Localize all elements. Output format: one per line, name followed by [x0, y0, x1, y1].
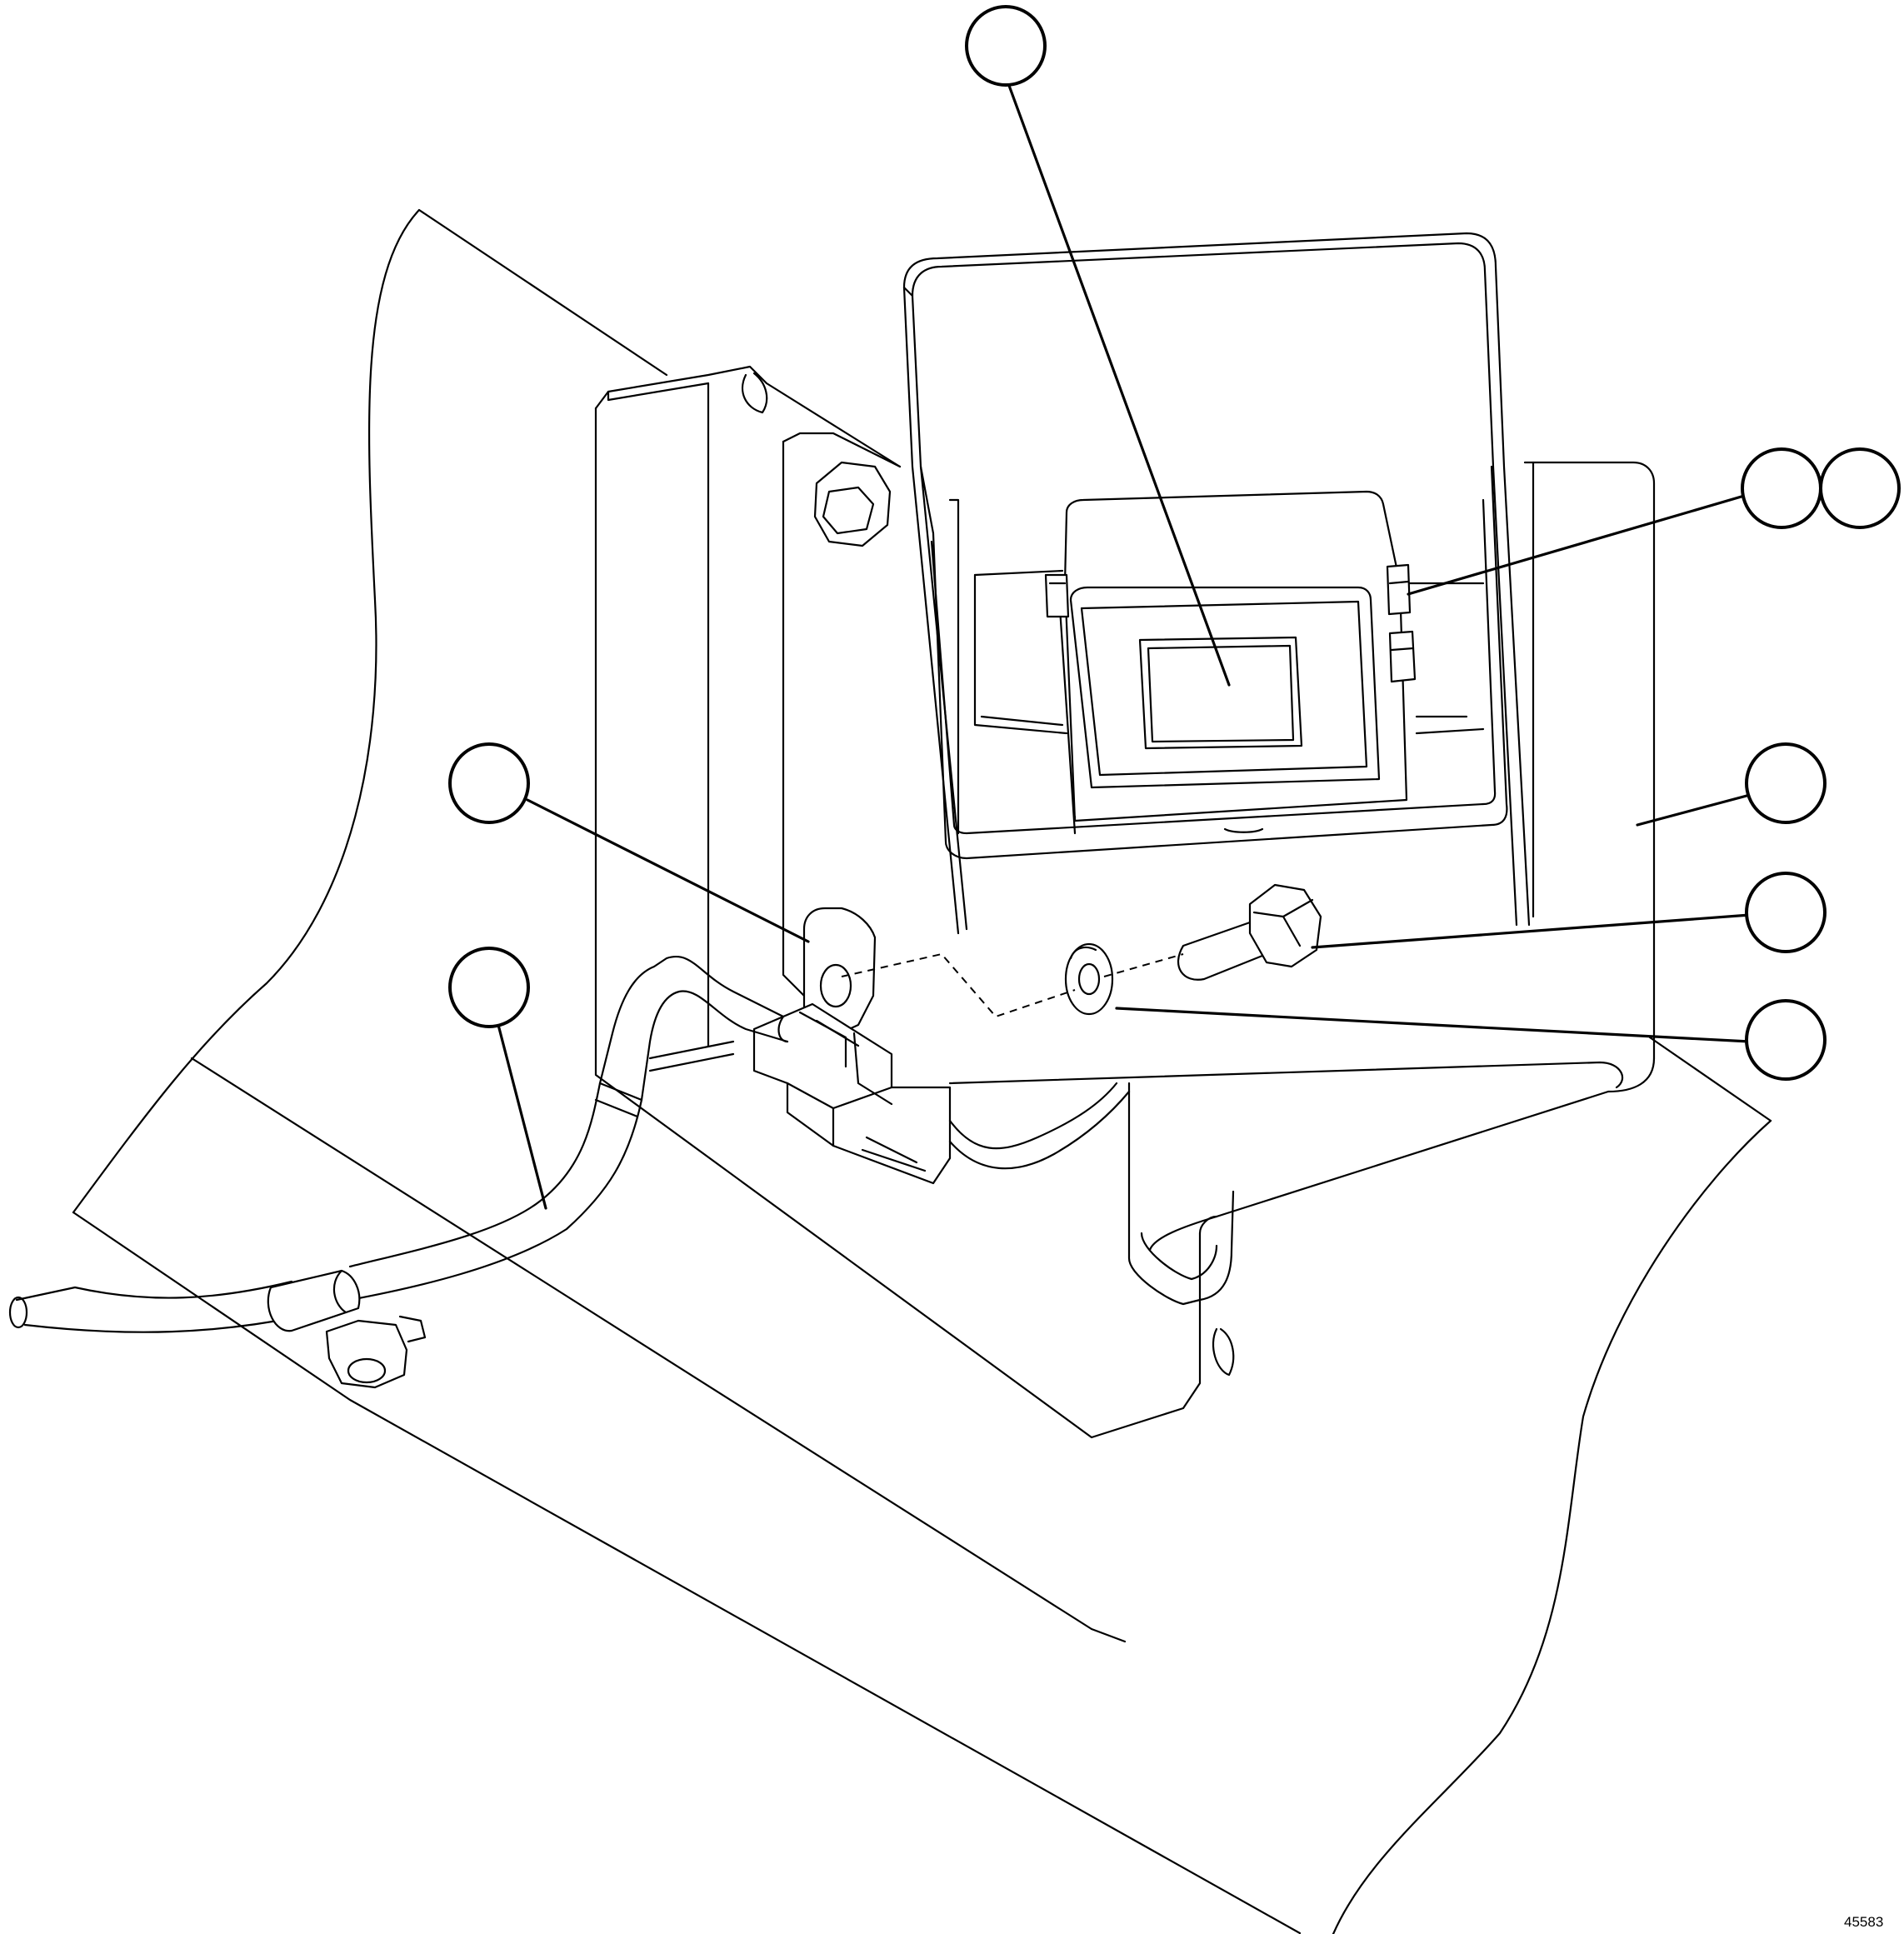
cable-clamp-nut [325, 1315, 427, 1389]
callout-h [448, 947, 530, 1028]
bracket-foot-plate [1127, 1082, 1235, 1306]
leader-a [1007, 82, 1231, 687]
callout-g [448, 742, 530, 824]
leader-d [1636, 793, 1752, 827]
callouts [448, 5, 1901, 1081]
leader-h [497, 1023, 547, 1210]
right-plate [948, 461, 1656, 1252]
upper-bolt-head [813, 461, 892, 547]
callout-a [965, 5, 1047, 87]
inner-u-bracket [919, 465, 1508, 860]
figure-number: 45583 [1844, 1914, 1883, 1930]
callout-b [1741, 447, 1822, 529]
wire-connector [752, 1002, 952, 1185]
sensor-cable [8, 956, 1131, 1333]
callout-f [1745, 999, 1827, 1081]
sensor-screws [1044, 563, 1417, 683]
leader-f [1115, 1007, 1752, 1043]
callout-c [1819, 447, 1901, 529]
washer [1064, 942, 1114, 1016]
alignment-line [841, 952, 1184, 1018]
sensor-housing [973, 490, 1485, 835]
mounting-bracket [594, 365, 1235, 1439]
callout-d [1745, 742, 1827, 824]
leader-b [1407, 492, 1752, 596]
leader-g [526, 798, 810, 943]
callout-e [1745, 872, 1827, 953]
mounting-surface [72, 208, 1772, 1934]
mounting-bolt [1177, 883, 1322, 981]
leader-lines [497, 82, 1752, 1210]
leader-e [1311, 913, 1752, 949]
